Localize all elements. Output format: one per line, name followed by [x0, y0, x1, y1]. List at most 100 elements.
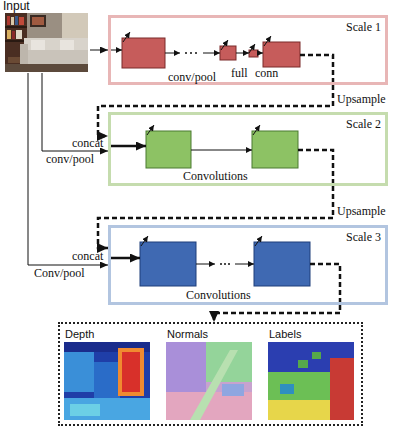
scale-box: Scale 1	[108, 15, 388, 85]
edge-label: Conv/pool	[34, 267, 85, 280]
node-title: Scale 2	[346, 118, 381, 131]
layer-arrows	[236, 53, 249, 54]
layer-arrows	[196, 264, 215, 265]
node-title: Input	[3, 0, 90, 12]
ellipsis-dots	[185, 52, 187, 54]
input-photo	[8, 57, 20, 63]
ellipsis-dots	[224, 263, 226, 265]
ellipsis-dots	[228, 263, 230, 265]
input-photo	[5, 13, 27, 65]
edge-label: Upsample	[337, 93, 386, 106]
learnable-marks	[221, 40, 228, 50]
depth-map	[122, 352, 140, 392]
scale3-layers	[140, 242, 196, 286]
node-title: Labels	[267, 328, 355, 341]
input-photo	[5, 64, 88, 72]
scale3-layers	[254, 242, 310, 286]
learnable-marks	[147, 125, 154, 135]
upsample-inner	[298, 150, 333, 186]
labels-map	[330, 358, 354, 420]
text-label: conn	[255, 67, 278, 80]
normals-map	[166, 342, 252, 420]
output-map: Normals	[165, 328, 253, 421]
layer-arrows	[111, 257, 140, 260]
text-label: Convolutions	[183, 170, 248, 183]
upsample-inner	[310, 264, 340, 305]
normals-map	[166, 342, 206, 392]
input-photo	[60, 40, 74, 50]
edge-label: Upsample	[337, 205, 386, 218]
input-photo	[11, 17, 14, 25]
connector	[42, 73, 108, 151]
input-photo	[20, 50, 88, 64]
input-photo	[5, 40, 27, 42]
node-title: Normals	[165, 328, 253, 341]
text-label: full	[231, 67, 248, 80]
depth-map	[64, 398, 150, 420]
input-photo	[15, 16, 18, 25]
connector	[98, 186, 333, 248]
learnable-marks	[141, 236, 148, 246]
depth-map	[70, 404, 100, 416]
node-title: Scale 3	[346, 231, 381, 244]
text-label: conv/pool	[168, 71, 216, 84]
upsample-inner	[300, 55, 333, 85]
input-photo	[5, 26, 27, 28]
scale2-layers	[146, 131, 298, 168]
scale2-layers	[252, 131, 298, 168]
scale3-layers	[140, 242, 310, 286]
ellipsis-dots	[195, 52, 197, 54]
ellipsis-dots	[220, 263, 222, 265]
layer-arrows	[235, 264, 254, 265]
upsample-inner	[298, 55, 340, 305]
connector	[214, 305, 340, 322]
labels-map	[280, 384, 294, 394]
learnable-marks	[255, 236, 262, 246]
input-photo	[30, 15, 46, 27]
output-map: Depth	[63, 328, 151, 421]
labels-map	[268, 342, 354, 420]
labels-map	[298, 360, 308, 368]
learnable-marks	[123, 32, 271, 246]
layer-arrows	[203, 53, 220, 54]
text-label: concat	[72, 250, 103, 263]
normals-map	[166, 342, 252, 420]
layer-arrows	[111, 145, 146, 148]
output-map: Labels	[267, 328, 355, 421]
input-photo	[12, 31, 15, 39]
input-photo	[16, 30, 22, 39]
connector	[28, 73, 108, 265]
depth-map	[94, 362, 120, 398]
depth-map	[64, 342, 150, 420]
layer-arrows	[258, 53, 263, 54]
text-label: concat	[72, 137, 103, 150]
input-image-box: Input	[3, 0, 90, 73]
normals-map	[222, 384, 244, 396]
learnable-marks	[123, 32, 130, 42]
input-photo	[5, 13, 88, 72]
layer-arrows	[111, 50, 122, 51]
input-photo	[5, 13, 88, 72]
node-title: Depth	[63, 328, 151, 341]
depth-map	[118, 348, 144, 396]
node-title: Scale 1	[346, 21, 381, 34]
input-photo	[31, 40, 45, 50]
input-photo	[20, 44, 28, 64]
ellipsis-dots	[190, 52, 192, 54]
connector	[98, 85, 333, 136]
connector	[90, 50, 108, 51]
learnable-marks	[249, 44, 255, 53]
output-box: Depth Normals Labels	[58, 322, 363, 426]
scale-box: Scale 2	[108, 112, 388, 186]
layer-arrows	[165, 53, 180, 54]
text-label: Convolutions	[186, 289, 251, 302]
learnable-marks	[253, 125, 260, 135]
scale1-layers	[263, 42, 300, 67]
depth-map	[64, 352, 94, 392]
labels-map	[312, 352, 321, 359]
scale1-layers	[122, 38, 300, 68]
learnable-marks	[264, 36, 271, 46]
input-photo	[19, 17, 24, 25]
